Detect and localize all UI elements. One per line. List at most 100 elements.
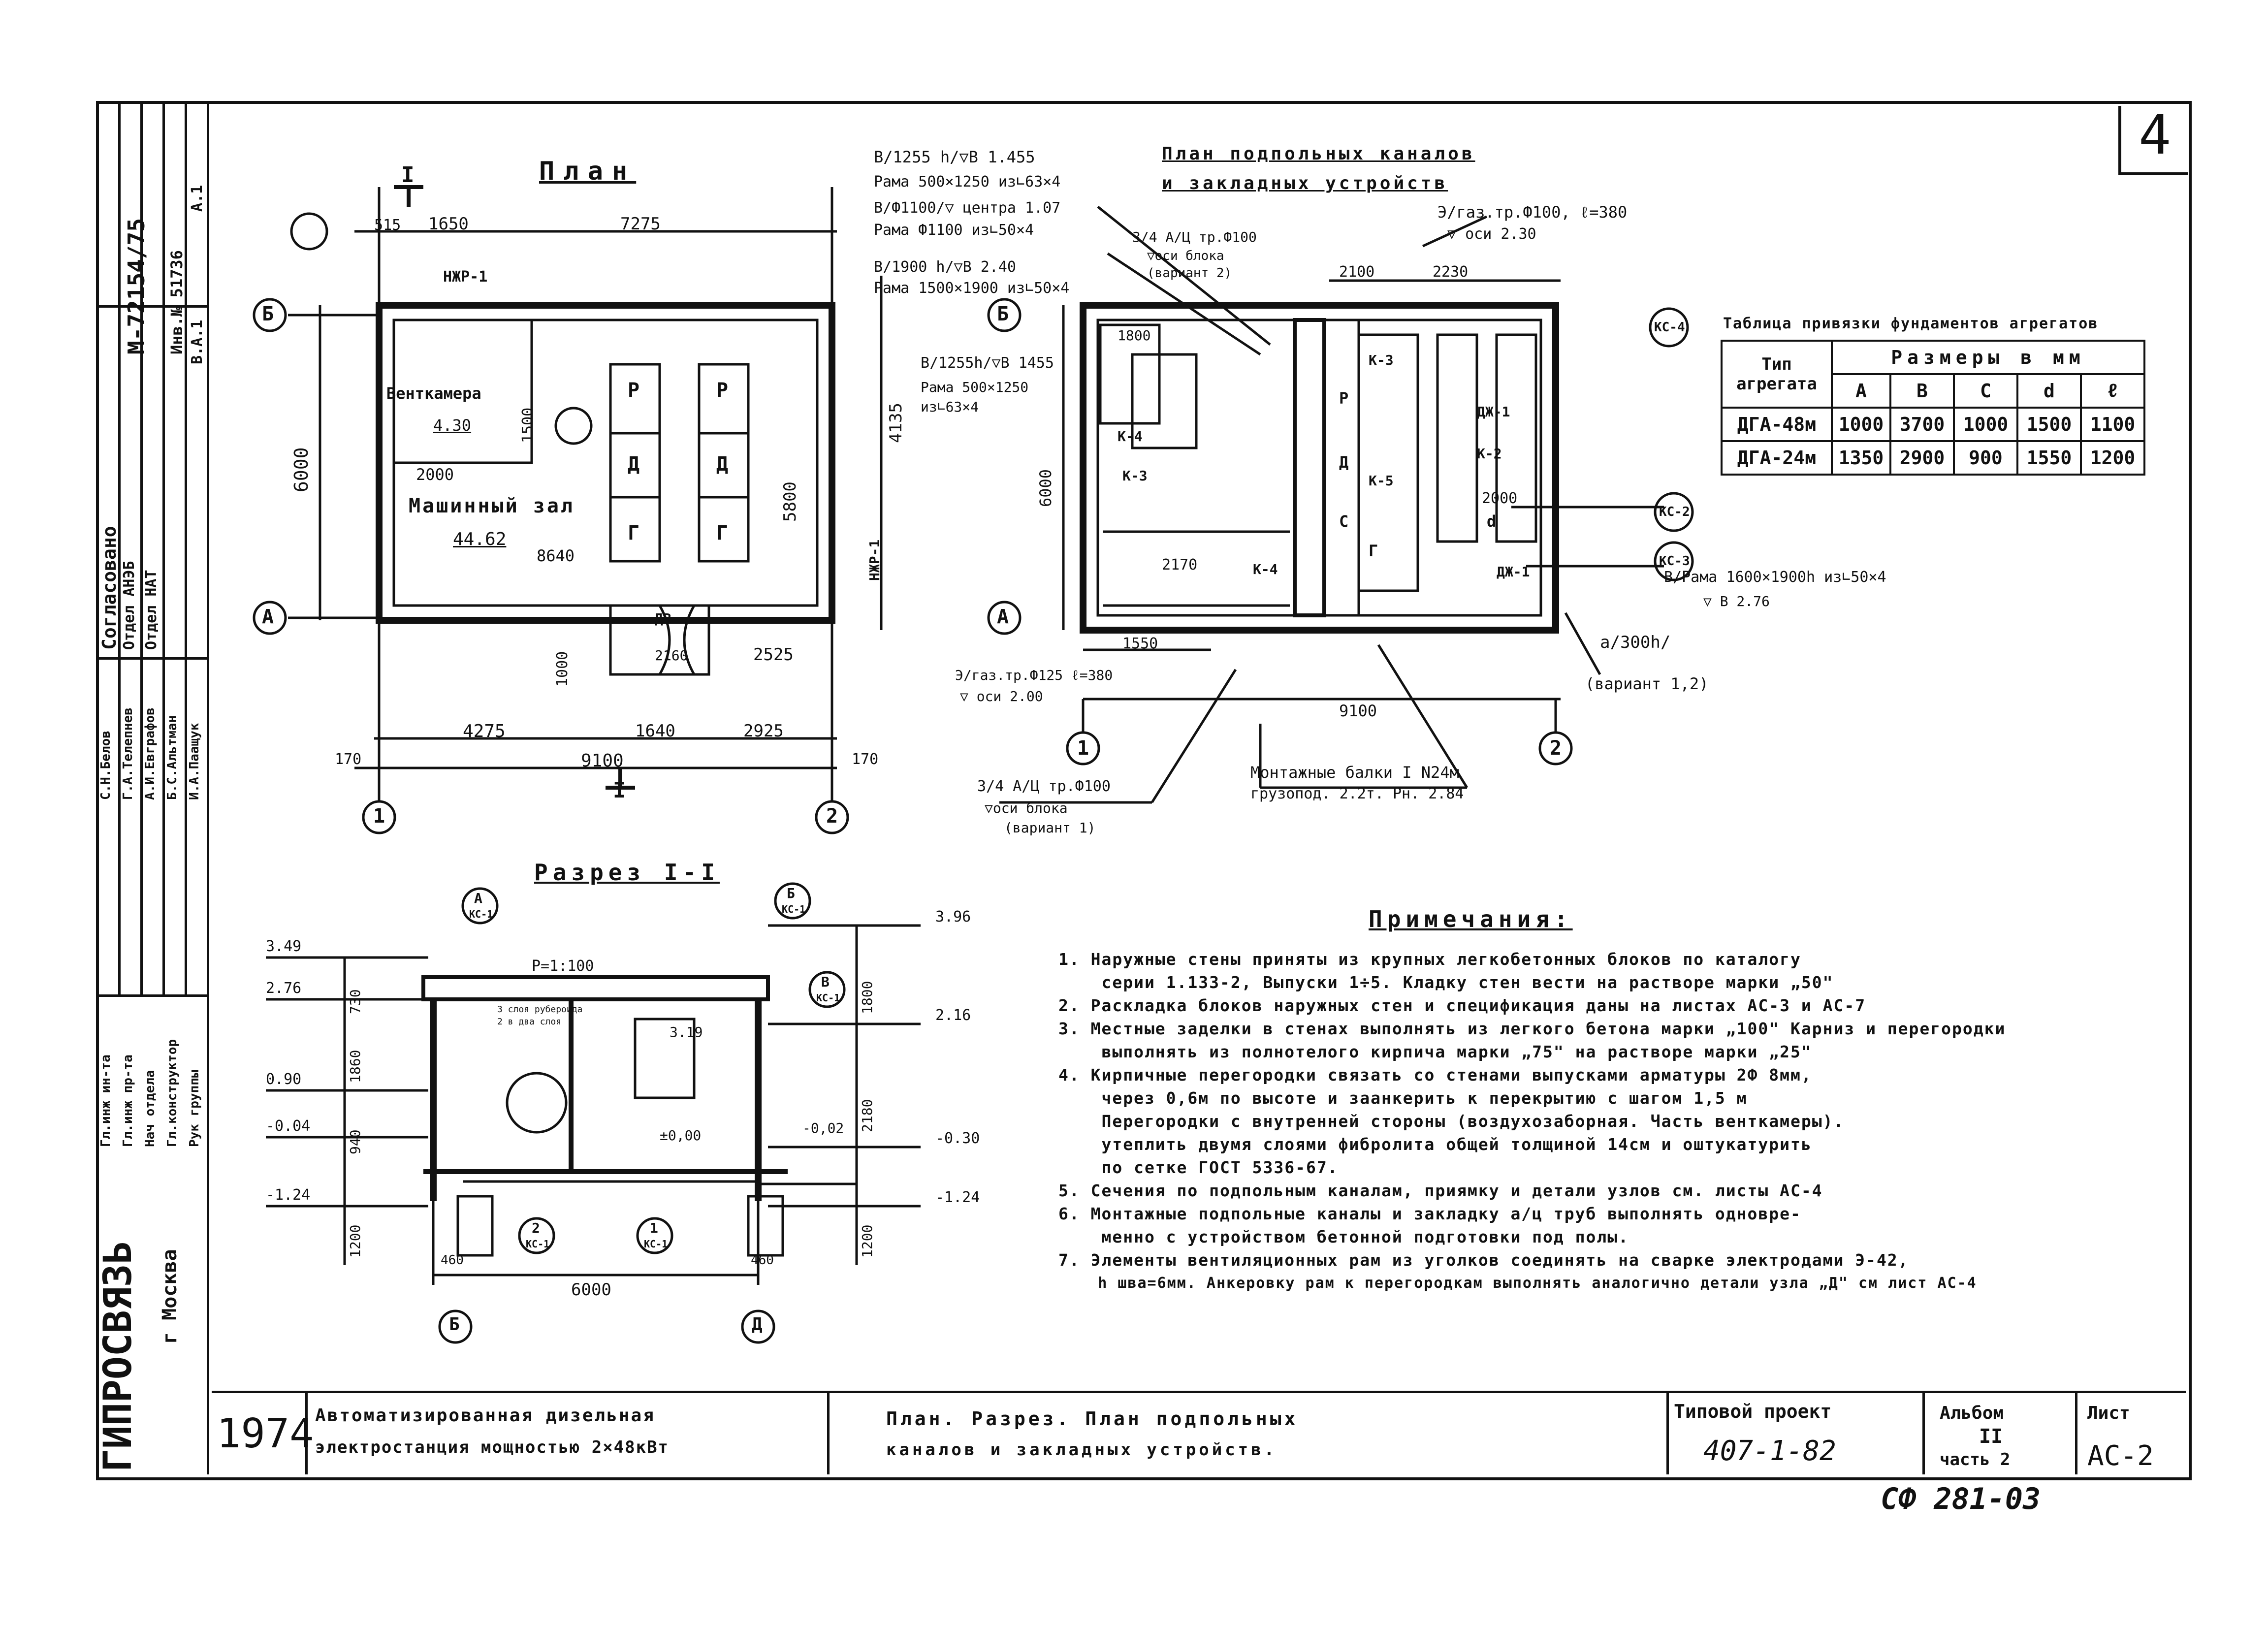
ch-note-18: (вариант 1,2): [1585, 674, 1709, 693]
plan-letter-r2: Р: [716, 379, 729, 402]
ch-note-10: 3/4 А/Ц тр.Ф100: [1132, 229, 1257, 245]
table-row: ДГА-48м 1000 3700 1000 1500 1100: [1721, 407, 2145, 442]
sec-dim-r0: 1800: [859, 981, 875, 1014]
sec-bubble-a-ks: КС-1: [469, 908, 493, 920]
sec-bubble-b: Б: [787, 885, 795, 901]
plan-section-mark-bottom: I: [613, 778, 626, 803]
foundation-table: Тип агрегата Размеры в мм А В С d ℓ ДГА-…: [1721, 340, 2145, 476]
plan-room-machine: Машинный зал: [409, 495, 575, 517]
table-cell: 1000: [1831, 407, 1891, 442]
plan-dim-7275: 7275: [620, 214, 661, 234]
ch-note-7: В/1255h/▽В 1455: [921, 354, 1054, 372]
sec-axis-b: Б: [449, 1314, 460, 1335]
title-list-label: Лист: [2087, 1403, 2130, 1423]
plan-wall-label-1: НЖР-1: [443, 268, 488, 286]
table-col-sizes: Размеры в мм: [1831, 340, 2145, 375]
ch-bubble-ks3: КС-3: [1659, 554, 1690, 569]
title-type-label: Типовой проект: [1674, 1401, 1832, 1422]
table-cell: 1350: [1831, 440, 1891, 476]
sec-bubble-v: В: [821, 974, 830, 990]
ch-note-15: В/Рама 1600×1900h из∟50×4: [1664, 569, 1886, 586]
notes-title: Примечания:: [1369, 906, 1573, 932]
sec-dim-460b: 460: [751, 1253, 774, 1268]
plan-dim-2925: 2925: [743, 721, 784, 741]
sec-bubble-a: А: [474, 890, 482, 906]
notes-list: 1. Наружные стены приняты из крупных лег…: [1058, 948, 2006, 1295]
sec-inner-roof1: 3 слоя рубероида: [497, 1004, 583, 1015]
plan-axis-b: Б: [262, 303, 274, 325]
sec-mark-l4: -1.24: [266, 1186, 311, 1204]
note-line: h шва=6мм. Анкеровку рам к перегородкам …: [1058, 1275, 1977, 1292]
title-type-value: 407-1-82: [1703, 1435, 1836, 1467]
plan-title: План: [539, 157, 637, 186]
section-title: Разрез I-I: [534, 859, 720, 886]
ch-axis-a: А: [997, 606, 1009, 628]
title-sheet-2: каналов и закладных устройств.: [886, 1440, 1278, 1460]
ch-dim-2100: 2100: [1339, 263, 1375, 281]
note-line: 6. Монтажные подпольные каналы и закладк…: [1058, 1204, 1801, 1223]
note-line: Перегородки с внутренней стороны (воздух…: [1058, 1112, 1845, 1131]
channels-title-2: и закладных устройств: [1162, 173, 1448, 193]
table-row: ДГА-24м 1350 2900 900 1550 1200: [1721, 440, 2145, 476]
ch-axis-b: Б: [997, 303, 1009, 325]
ch-axis-1: 1: [1077, 737, 1089, 760]
sec-bubble-2: 2: [532, 1220, 540, 1236]
plan-dim-2160: 2160: [655, 647, 688, 664]
table-col-type: Тип агрегата: [1721, 340, 1833, 409]
plan-letter-g1: Г: [628, 522, 640, 544]
ch-dim-2000: 2000: [1482, 490, 1518, 507]
table-header-b: В: [1889, 373, 1955, 409]
ch-block-dd: d: [1487, 512, 1497, 531]
ch-note-20: грузопод. 2.2т. Рн. 2.84: [1250, 785, 1464, 802]
table-cell: 2900: [1889, 440, 1955, 476]
sheet-number: 4: [2139, 103, 2172, 166]
table-cell: ДГА-24м: [1721, 440, 1833, 476]
plan-dim-2000: 2000: [416, 465, 454, 484]
sec-bubble-2-ks: КС-1: [526, 1238, 550, 1250]
plan-dim-1640: 1640: [635, 721, 675, 741]
table-cell: 1550: [2016, 440, 2082, 476]
title-album-label: Альбом: [1940, 1403, 2004, 1423]
sec-mark-r1: 2.16: [935, 1007, 971, 1024]
ch-note-17: а/300h/: [1600, 633, 1671, 652]
sec-bubble-1-ks: КС-1: [644, 1238, 668, 1250]
note-line: 5. Сечения по подпольным каналам, приямк…: [1058, 1181, 1823, 1200]
sec-inner-319: 3.19: [670, 1024, 703, 1040]
ch-block-dzh1a: ДЖ-1: [1477, 404, 1510, 420]
sec-inner-zero: ±0,00: [660, 1127, 702, 1144]
sec-dim-l2: 940: [347, 1129, 363, 1154]
note-line: 4. Кирпичные перегородки связать со стен…: [1058, 1065, 1812, 1085]
plan-dim-170-left: 170: [335, 751, 362, 768]
sec-dim-l3: 1200: [347, 1224, 363, 1258]
ch-block-k4b: К-4: [1253, 561, 1278, 577]
plan-dim-1650: 1650: [428, 214, 469, 234]
sec-axis-d: Д: [752, 1314, 763, 1335]
sec-mark-l0: 3.49: [266, 938, 302, 955]
title-project-1: Автоматизированная дизельная: [315, 1405, 655, 1426]
title-album-value: II: [1979, 1425, 2003, 1448]
title-year: 1974: [217, 1410, 314, 1457]
ch-note-8: Рама 500×1250: [921, 379, 1029, 395]
sec-dim-r2: 1200: [859, 1224, 875, 1258]
ch-note-19: Монтажные балки I N24м: [1250, 763, 1459, 782]
sec-dim-r1: 2180: [859, 1099, 875, 1132]
sec-mark-r2: -0.30: [935, 1130, 980, 1147]
ch-note-13: Э/газ.тр.Ф100, ℓ=380: [1437, 203, 1628, 222]
plan-dim-515: 515: [374, 217, 401, 234]
table-cell: 1200: [2080, 440, 2145, 476]
ch-note-3: В/Ф1100/▽ центра 1.07: [874, 199, 1061, 217]
ch-note-6: Рама 1500×1900 из∟50×4: [874, 280, 1070, 297]
ch-note-9: из∟63×4: [921, 399, 979, 415]
ch-axis-2: 2: [1550, 737, 1562, 760]
sec-bubble-v-ks: КС-1: [816, 992, 840, 1004]
table-cell: 1000: [1953, 407, 2018, 442]
note-line: менно с устройством бетонной подготовки …: [1058, 1227, 1629, 1246]
sheet-number-box: 4: [2118, 103, 2188, 175]
sec-mark-l3: -0.04: [266, 1117, 311, 1135]
ch-block-k5: К-5: [1369, 473, 1394, 489]
ch-note-1: В/1255 h/▽В 1.455: [874, 148, 1035, 166]
plan-letter-g2: Г: [716, 522, 729, 544]
ch-block-k2: К-2: [1477, 446, 1502, 462]
ch-block-k3b: К-3: [1369, 352, 1394, 368]
